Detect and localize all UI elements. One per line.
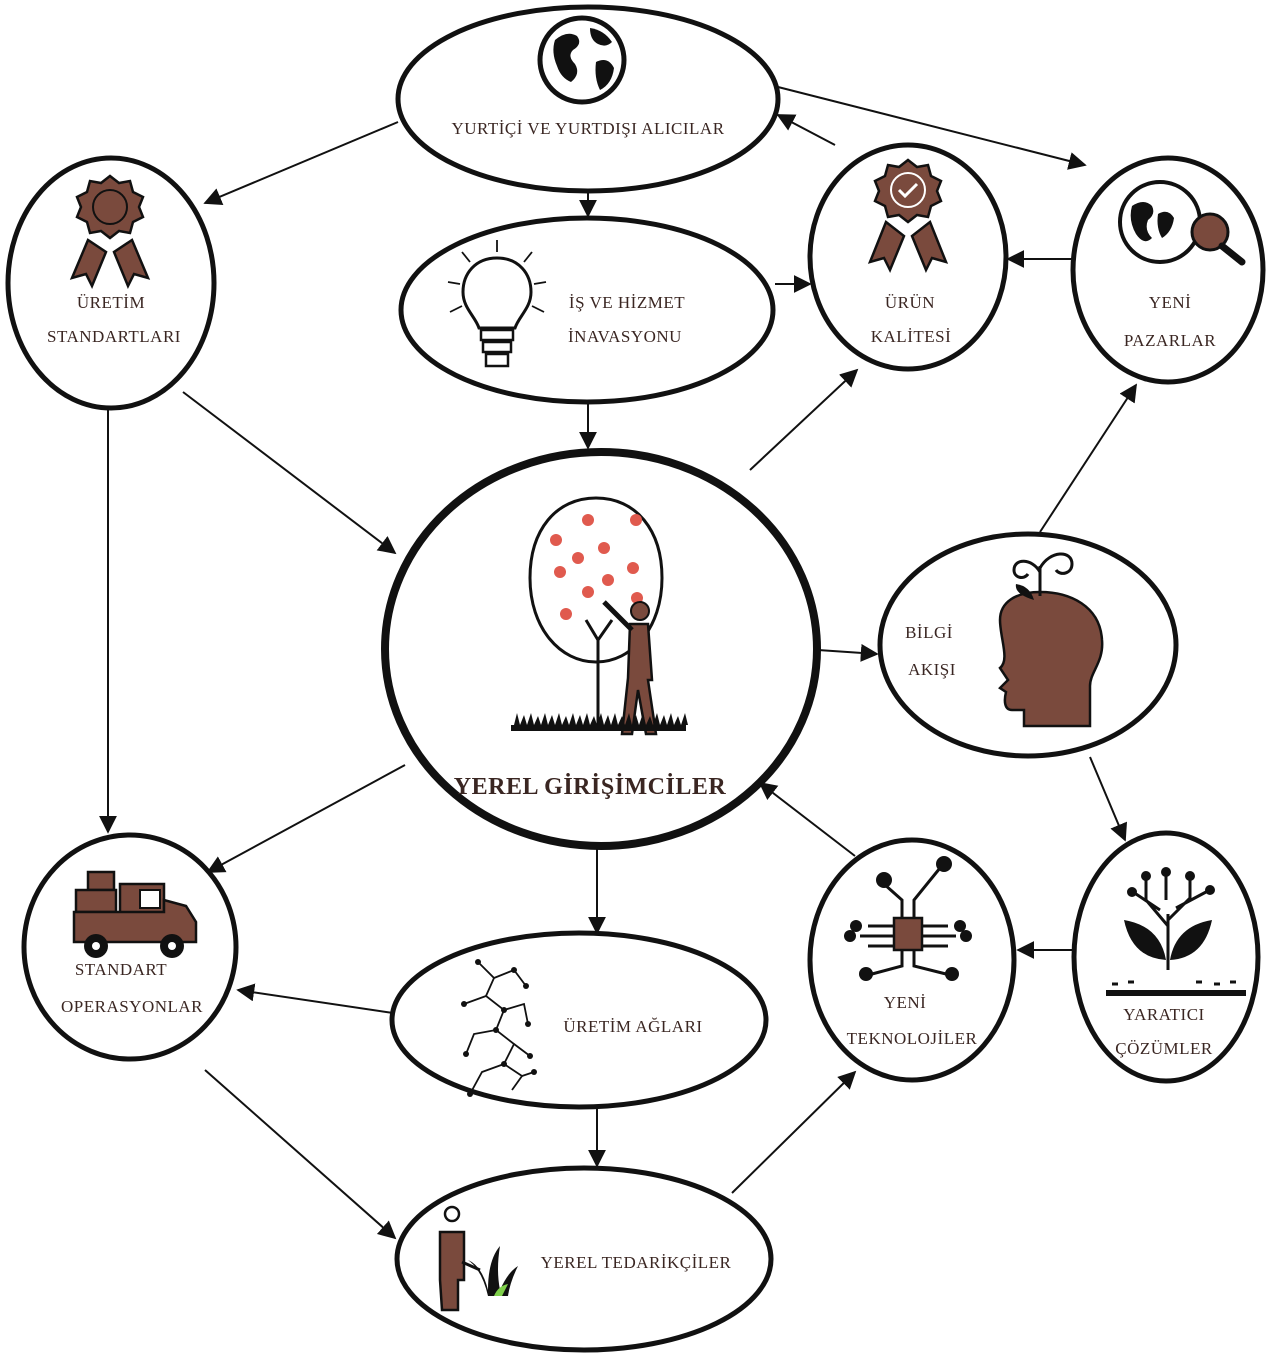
truck-icon	[72, 870, 198, 958]
edges	[99, 86, 1137, 1240]
award-ribbon-icon	[69, 174, 151, 290]
globe-search-icon	[1118, 180, 1246, 266]
globe-icon	[537, 15, 627, 105]
edge-suppliers-technology	[731, 1070, 857, 1194]
edge-center-quality	[749, 368, 859, 471]
node-knowledge-line2: AKIŞI	[908, 660, 956, 679]
node-innovation-line1: İŞ VE HİZMET	[569, 293, 685, 312]
circuit-chip-icon	[844, 856, 972, 981]
node-markets[interactable]: YENİ PAZARLAR	[1070, 155, 1266, 385]
edge-knowledge-creative	[1089, 756, 1127, 842]
node-center-label: YEREL GİRİŞİMCİLER	[454, 774, 727, 800]
node-creative[interactable]: YARATICI ÇÖZÜMLER	[1071, 830, 1261, 1084]
node-quality[interactable]: ÜRÜN KALİTESİ	[807, 142, 1009, 372]
network-icon	[461, 959, 537, 1097]
node-creative-line2: ÇÖZÜMLER	[1115, 1039, 1213, 1058]
person-figure	[602, 600, 658, 736]
node-technology[interactable]: YENİ TEKNOLOJİLER	[807, 837, 1017, 1083]
node-buyers[interactable]: YURTİÇİ VE YURTDIŞI ALICILAR	[395, 4, 781, 194]
head-sprout-icon	[998, 552, 1104, 728]
node-standards-line2: STANDARTLARI	[47, 327, 181, 346]
node-innovation-line2: İNAVASYONU	[568, 327, 682, 346]
node-center[interactable]: YEREL GİRİŞİMCİLER	[381, 448, 821, 850]
edge-buyers-standards	[203, 121, 399, 206]
node-networks-label: ÜRETİM AĞLARI	[563, 1017, 702, 1036]
quality-badge-icon	[867, 158, 949, 274]
node-buyers-label: YURTİÇİ VE YURTDIŞI ALICILAR	[451, 119, 724, 138]
node-quality-line1: ÜRÜN	[885, 293, 935, 312]
node-suppliers[interactable]: YEREL TEDARİKÇİLER	[394, 1165, 774, 1353]
node-operations-line1: STANDART	[75, 960, 167, 979]
person-tree-icon	[511, 496, 688, 736]
node-technology-line2: TEKNOLOJİLER	[847, 1029, 978, 1048]
edge-technology-center	[758, 781, 856, 857]
edge-standards-center	[182, 391, 397, 555]
node-innovation[interactable]: İŞ VE HİZMET İNAVASYONU	[398, 215, 776, 405]
node-creative-line1: YARATICI	[1123, 1005, 1204, 1024]
node-technology-line1: YENİ	[884, 993, 927, 1012]
node-markets-line1: YENİ	[1149, 293, 1192, 312]
lightbulb-icon	[447, 240, 547, 368]
node-knowledge[interactable]: BİLGİ AKIŞI	[877, 531, 1179, 759]
node-operations[interactable]: STANDART OPERASYONLAR	[21, 832, 239, 1062]
node-operations-line2: OPERASYONLAR	[61, 997, 203, 1016]
node-knowledge-line1: BİLGİ	[905, 623, 953, 642]
node-markets-line2: PAZARLAR	[1124, 331, 1216, 350]
node-quality-line2: KALİTESİ	[871, 327, 951, 346]
edge-center-operations	[206, 764, 406, 873]
edge-knowledge-markets	[1039, 383, 1137, 533]
edge-center-knowledge	[817, 643, 879, 662]
edge-networks-operations	[236, 983, 394, 1014]
farmer-plant-icon	[438, 1205, 518, 1312]
node-suppliers-label: YEREL TEDARİKÇİLER	[541, 1253, 732, 1272]
node-standards[interactable]: ÜRETİM STANDARTLARI	[5, 155, 217, 411]
edge-buyers-markets	[777, 86, 1087, 170]
edge-quality-buyers	[776, 114, 836, 146]
node-networks[interactable]: ÜRETİM AĞLARI	[389, 930, 769, 1110]
node-standards-line1: ÜRETİM	[77, 293, 145, 312]
edge-operations-suppliers	[204, 1069, 397, 1240]
plant-circuit-icon	[1106, 867, 1246, 996]
